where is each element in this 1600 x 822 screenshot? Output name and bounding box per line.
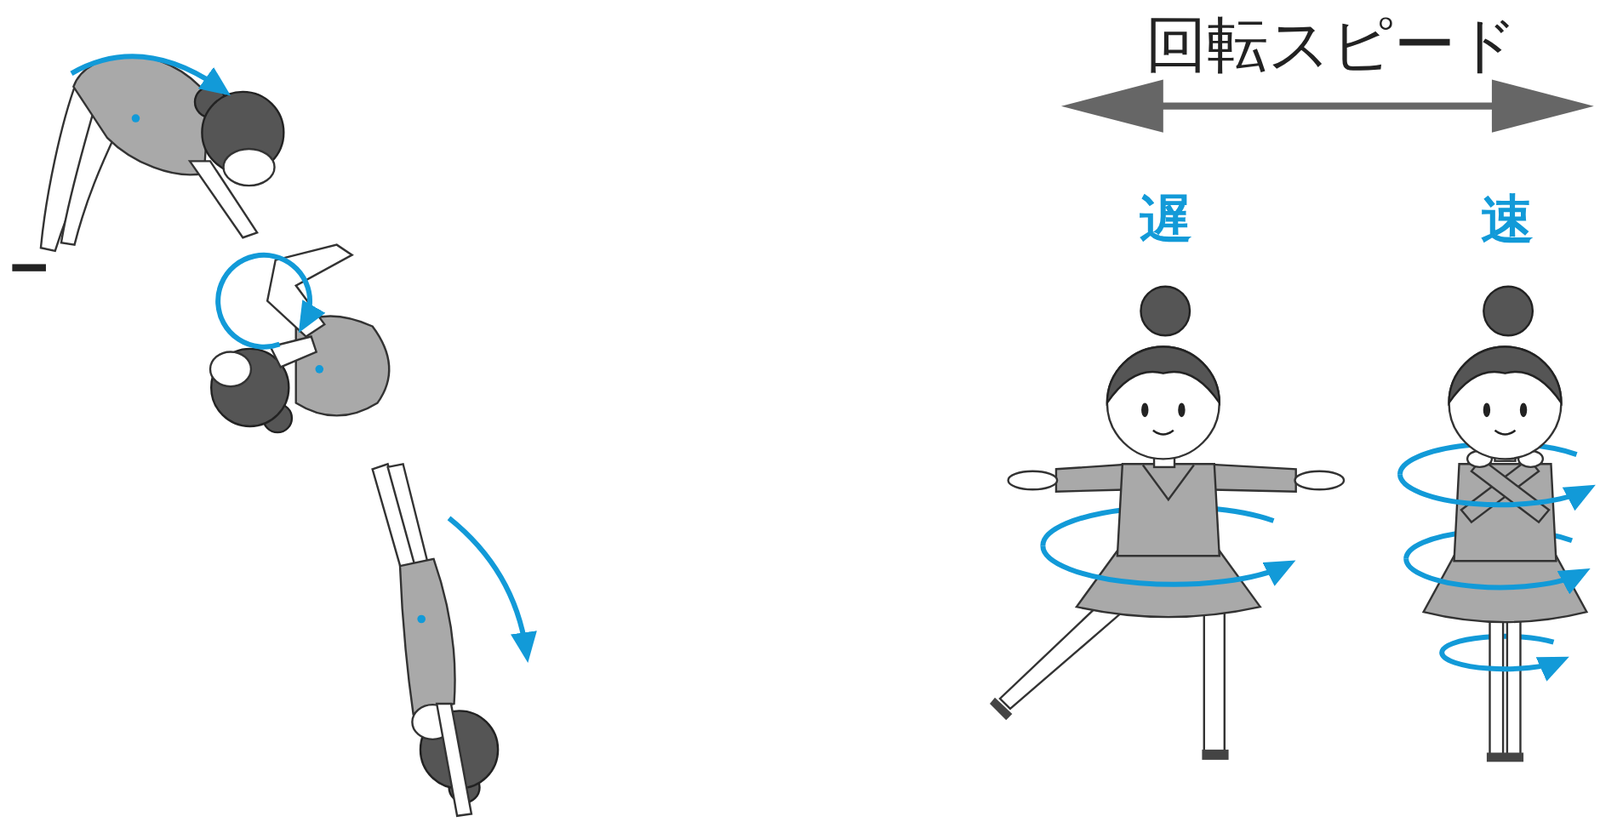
axis-title: 回転スピード bbox=[1145, 15, 1519, 77]
diver-leg bbox=[388, 463, 429, 572]
skater-neckline bbox=[1142, 465, 1195, 501]
speed-label: 遅 bbox=[1139, 193, 1193, 246]
skater-smile bbox=[1495, 430, 1516, 435]
skater-smile bbox=[1153, 430, 1174, 435]
diver-pike bbox=[40, 56, 284, 252]
spin-ring-front bbox=[1441, 652, 1560, 669]
skater-leg bbox=[1490, 610, 1504, 755]
diver-arm bbox=[270, 337, 317, 368]
skater-sleeve bbox=[1204, 463, 1297, 492]
skater-eye bbox=[1177, 402, 1185, 418]
spin-ring-front bbox=[1042, 545, 1286, 585]
skater-leg bbox=[1000, 601, 1123, 709]
rotation-arrow bbox=[449, 518, 527, 653]
speed-axis-head bbox=[1061, 79, 1164, 132]
platform-mark bbox=[11, 263, 46, 271]
diver-entry bbox=[372, 463, 527, 816]
skater-eye bbox=[1141, 402, 1149, 418]
speed-axis-line bbox=[1142, 102, 1511, 109]
skater-sleeve bbox=[1471, 458, 1549, 522]
spin-ring-front bbox=[1400, 474, 1587, 505]
diver-face bbox=[210, 351, 252, 387]
skater-hand bbox=[1295, 471, 1345, 491]
skater-head bbox=[1107, 346, 1220, 459]
skater-hair bbox=[1107, 346, 1220, 403]
diver-face bbox=[223, 148, 275, 186]
skate-blade bbox=[1486, 753, 1524, 763]
speed-label: 速 bbox=[1480, 193, 1534, 246]
center-of-mass-dot bbox=[417, 615, 426, 624]
skater-leg bbox=[1204, 606, 1225, 752]
speed-axis-head bbox=[1491, 79, 1595, 132]
skater-arms-closed bbox=[1400, 286, 1587, 763]
skater-hand bbox=[1008, 471, 1058, 491]
skater-leg bbox=[1507, 610, 1521, 755]
center-of-mass-dot bbox=[314, 365, 324, 374]
skate-blade bbox=[1201, 749, 1229, 760]
diver-body bbox=[400, 559, 456, 715]
diver-body bbox=[73, 56, 209, 176]
skater-arms-open bbox=[989, 286, 1344, 760]
diver-tuck bbox=[210, 245, 389, 434]
skater-eye bbox=[1483, 402, 1491, 418]
diver-arm bbox=[436, 703, 472, 817]
skate-blade bbox=[989, 697, 1012, 720]
skater-hair-bun bbox=[1483, 286, 1533, 337]
skater-hair bbox=[1449, 346, 1562, 403]
skater-hair-bun bbox=[1140, 286, 1190, 337]
skater-head bbox=[1449, 346, 1562, 459]
spin-ring-front bbox=[1405, 559, 1582, 589]
center-of-mass-dot bbox=[131, 114, 141, 123]
skater-eye bbox=[1520, 402, 1527, 418]
rotation-arrow bbox=[217, 255, 310, 348]
skater-bodice bbox=[1117, 463, 1220, 556]
rotation-arrow bbox=[71, 56, 223, 90]
